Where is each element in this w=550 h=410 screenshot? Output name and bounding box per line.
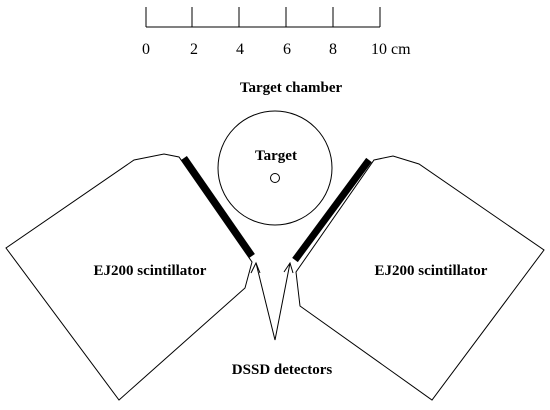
target-dot — [270, 173, 280, 183]
scale-label-2: 2 — [190, 41, 198, 58]
right-arrowhead — [283, 261, 294, 274]
scale-label-0: 0 — [142, 41, 150, 58]
target-label: Target — [255, 148, 297, 164]
dssd-pointer-arrows — [250, 261, 294, 341]
target-chamber-circle — [217, 110, 333, 226]
dssd-pointer-lines — [255, 262, 291, 341]
left-dssd-detector — [181, 156, 255, 258]
left-arrowhead — [250, 261, 261, 274]
left-scintillator-block — [5, 153, 253, 401]
right-scintillator-block — [295, 155, 545, 401]
dssd-detectors-label: DSSD detectors — [232, 362, 333, 378]
right-scintillator-label: EJ200 scintillator — [375, 263, 488, 279]
scale-label-8: 8 — [329, 41, 337, 58]
scale-label-6: 6 — [283, 41, 291, 58]
left-scintillator-label: EJ200 scintillator — [94, 263, 207, 279]
scale-bar: 0 2 4 6 8 10 cm — [142, 7, 411, 58]
right-dssd-detector — [292, 157, 372, 263]
target-chamber-label: Target chamber — [240, 80, 343, 96]
scale-label-10cm: 10 cm — [371, 41, 411, 58]
scale-label-4: 4 — [236, 41, 244, 58]
